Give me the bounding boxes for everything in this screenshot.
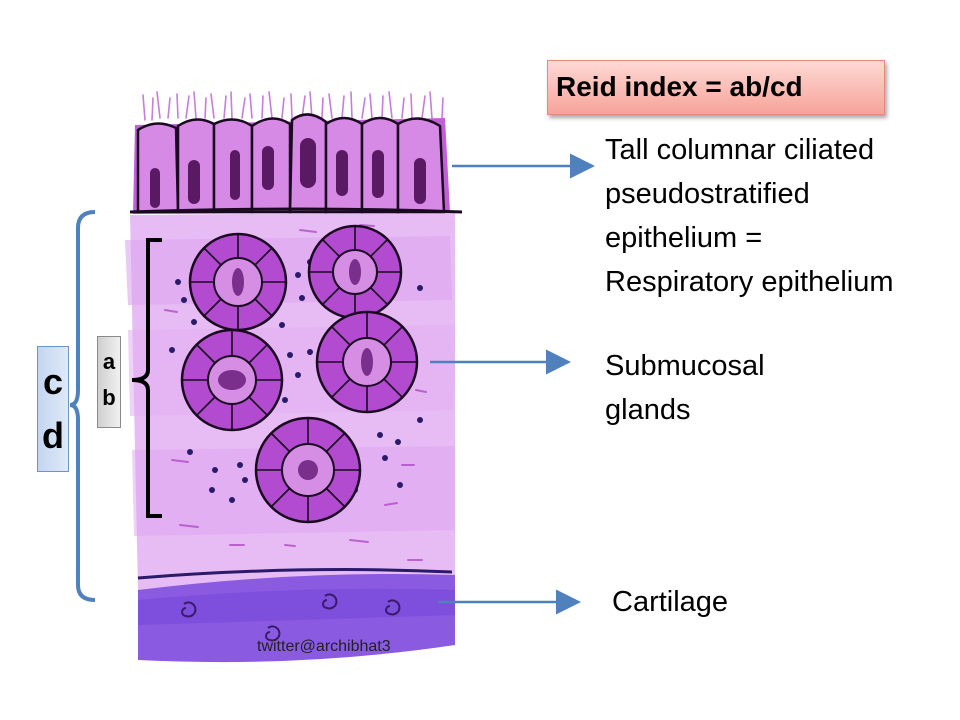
cd-bracket <box>69 210 96 602</box>
gland <box>180 328 284 432</box>
epithelium-label: Tall columnar ciliated pseudostratified … <box>605 128 894 304</box>
ab-bracket <box>131 238 162 518</box>
epithelium-label-line: Tall columnar ciliated <box>605 134 875 166</box>
cd-letter-d: d <box>42 415 64 456</box>
cd-measure-box: c d <box>37 346 69 472</box>
gland <box>315 310 419 414</box>
glands-label-line: glands <box>605 394 691 426</box>
gland <box>254 416 362 524</box>
reid-index-title: Reid index = ab/cd <box>556 71 803 102</box>
cartilage-layer <box>137 568 455 663</box>
submucosa-layer <box>125 212 455 590</box>
ab-letter-a: a <box>102 349 116 374</box>
cilia <box>142 91 444 121</box>
cartilage-label: Cartilage <box>612 586 729 618</box>
ab-letter-b: b <box>102 385 116 410</box>
gland <box>307 224 403 320</box>
gland <box>188 232 288 332</box>
epithelium-label-line: Respiratory epithelium <box>605 266 894 298</box>
epithelium-label-line: pseudostratified <box>605 178 810 210</box>
glands-label: Submucosal glands <box>605 344 765 432</box>
cd-letter-c: c <box>42 361 64 402</box>
submucosal-glands <box>180 224 419 524</box>
epithelium-layer <box>129 113 463 214</box>
epithelium-label-line: epithelium = <box>605 222 763 254</box>
reid-index-title-box: Reid index = ab/cd <box>547 60 885 115</box>
ab-measure-box: a b <box>97 336 121 428</box>
glands-label-line: Submucosal <box>605 350 765 382</box>
credit-text: twitter@archibhat3 <box>257 638 391 655</box>
